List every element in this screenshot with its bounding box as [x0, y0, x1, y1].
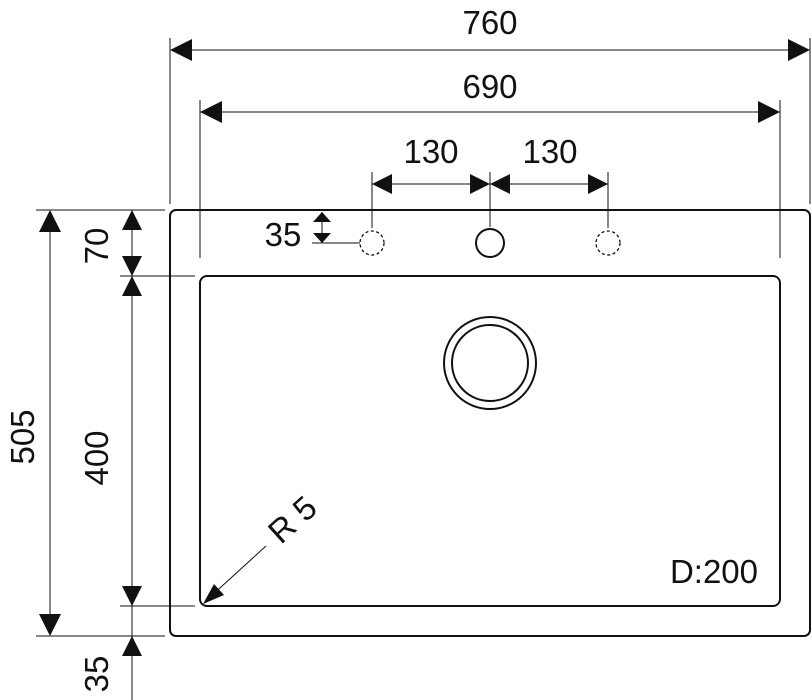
dimension-bowl-vertical — [120, 210, 195, 700]
dimension-hole-spacing-left-label: 130 — [403, 133, 458, 170]
drain — [443, 316, 537, 410]
sink-bowl-outline — [199, 275, 781, 607]
dimension-hole-spacing-right-label: 130 — [522, 133, 577, 170]
dimension-top-rim-label: 70 — [78, 228, 115, 265]
tap-hole-left-optional — [359, 230, 385, 256]
dimension-overall-width — [169, 38, 811, 204]
dimension-bottom-rim-label: 35 — [78, 656, 115, 693]
tap-hole-center — [475, 228, 505, 258]
dimension-hole-spacing — [371, 172, 609, 228]
corner-radius-leader — [203, 545, 267, 604]
dimension-bowl-depth-label: 400 — [78, 430, 115, 485]
tap-hole-right-optional — [595, 230, 621, 256]
dimension-overall-depth — [36, 209, 165, 637]
dimension-hole-offset-label: 35 — [265, 216, 302, 253]
dimension-hole-offset — [312, 212, 360, 244]
dimension-overall-depth-label: 505 — [4, 409, 41, 464]
dimension-bowl-width — [199, 100, 781, 258]
drain-diameter-label: D:200 — [670, 553, 758, 590]
dimension-overall-width-label: 760 — [462, 4, 517, 41]
dimension-bowl-width-label: 690 — [462, 68, 517, 105]
corner-radius-label: R 5 — [261, 489, 324, 551]
